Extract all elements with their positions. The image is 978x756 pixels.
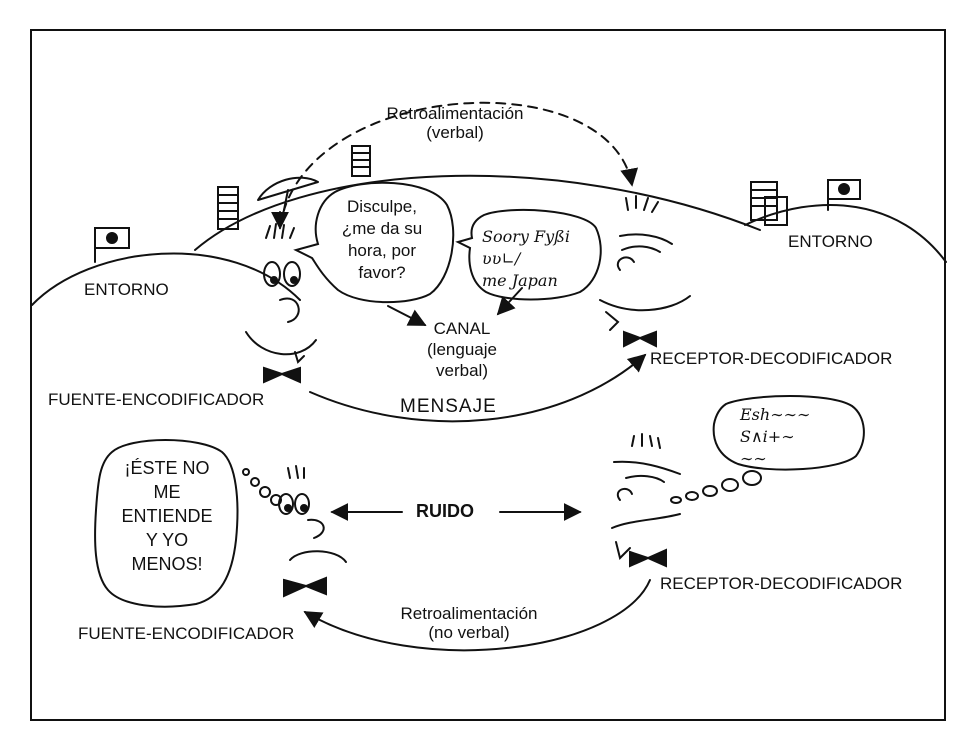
thought-sender-line: ME (153, 482, 181, 502)
speech-sender-line: hora, por (347, 241, 417, 260)
thought-sender-line: ENTIENDE (121, 506, 213, 526)
speech-bubble-sender (293, 181, 455, 304)
sender-face-top-icon (245, 223, 317, 384)
hill-left (31, 252, 301, 306)
speech-bubble-receiver-text: Soory Fyßi ʋʋ∟∕ me Japan (482, 226, 570, 292)
thought-receiver-line: S∧i+∼ (740, 427, 795, 446)
thought-cloud-receiver (712, 395, 865, 471)
feedback-verbal-title: Retroalimentación (386, 104, 524, 123)
sender-top-label: FUENTE-ENCODIFICADOR (48, 390, 265, 409)
thought-sender-line: MENOS! (131, 554, 203, 574)
speech-receiver-line: me Japan (482, 271, 558, 290)
feedback-nonverbal-title: Retroalimentación (400, 604, 538, 623)
feedback-verbal-type: (verbal) (426, 123, 484, 142)
message-label: MENSAJE (400, 396, 497, 417)
building-right-icon (750, 181, 788, 226)
channel-title: CANAL (433, 319, 491, 338)
noise-label: RUIDO (416, 501, 474, 521)
feedback-nonverbal-arrow (303, 579, 651, 652)
sender-face-bottom-icon (242, 465, 347, 598)
receiver-top-label: RECEPTOR-DECODIFICADOR (650, 349, 893, 368)
channel-label: CANAL (lenguaje verbal) (412, 318, 512, 381)
sender-bottom-label: FUENTE-ENCODIFICADOR (78, 624, 295, 643)
hill-right (744, 203, 947, 263)
thought-cloud-receiver-text: Esh∼∼∼ S∧i+∼ ∼∼ (740, 404, 810, 470)
flag-right-icon (827, 179, 861, 211)
diagram-frame (30, 29, 946, 721)
speech-receiver-line: ʋʋ∟∕ (482, 249, 521, 268)
environment-right-label: ENTORNO (788, 232, 873, 251)
hill-center (194, 174, 761, 251)
speech-bubble-receiver (455, 208, 602, 301)
environment-left-label: ENTORNO (84, 280, 169, 299)
feedback-nonverbal-label: Retroalimentación (no verbal) (384, 604, 554, 642)
umbrella-icon (257, 176, 319, 211)
speech-sender-line: ¿me da su (341, 219, 423, 238)
feedback-verbal-label: Retroalimentación (verbal) (370, 104, 540, 142)
feedback-verbal-arrow (279, 101, 639, 229)
thought-receiver-line: ∼∼ (740, 449, 767, 468)
speech-receiver-line: Soory Fyßi (482, 227, 570, 246)
speech-sender-line: Disculpe, (347, 197, 417, 216)
building-left-icon (217, 186, 239, 230)
thought-sender-line: ¡ÉSTE NO (124, 458, 210, 478)
channel-desc: verbal) (436, 361, 488, 380)
flag-left-icon (94, 227, 130, 263)
receiver-face-bottom-icon (611, 433, 762, 568)
receiver-bottom-label: RECEPTOR-DECODIFICADOR (660, 574, 903, 593)
thought-sender-line: Y YO (145, 530, 189, 550)
speech-sender-line: favor? (358, 263, 406, 282)
message-arrow (309, 353, 647, 423)
channel-desc: (lenguaje (427, 340, 497, 359)
receiver-face-top-icon (599, 195, 691, 348)
feedback-nonverbal-type: (no verbal) (428, 623, 510, 642)
building-center-icon (351, 145, 371, 177)
thought-cloud-sender (94, 439, 239, 608)
speech-bubble-sender-text: Disculpe, ¿me da su hora, por favor? (318, 196, 446, 284)
thought-receiver-line: Esh∼∼∼ (740, 405, 811, 424)
thought-cloud-sender-text: ¡ÉSTE NO ME ENTIENDE Y YO MENOS! (100, 456, 234, 576)
